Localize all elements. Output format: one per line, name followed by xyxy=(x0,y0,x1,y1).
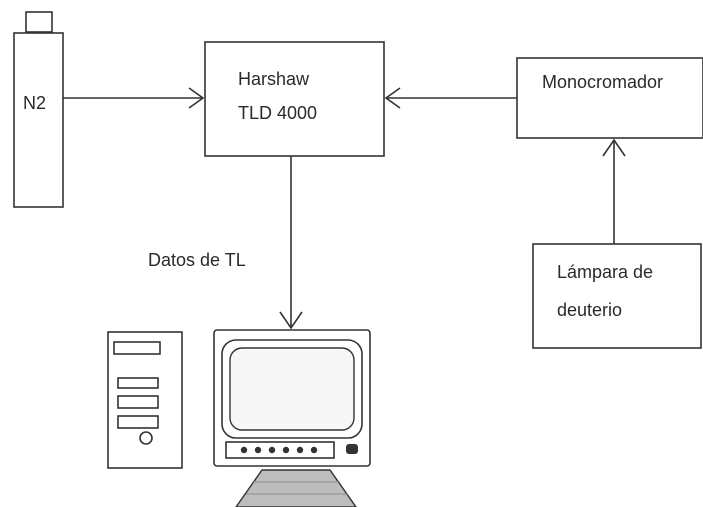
monitor-screen xyxy=(229,347,355,431)
n2-cylinder-body xyxy=(13,32,64,208)
arrowhead-icon xyxy=(188,87,205,109)
keyboard-icon xyxy=(235,469,357,507)
tower-power-button xyxy=(139,431,153,445)
monochromator-box xyxy=(516,57,703,139)
tld-reader-box xyxy=(204,41,385,157)
monitor-control-strip xyxy=(225,441,335,459)
monitor-button xyxy=(282,446,290,454)
tld-reader-node: Harshaw TLD 4000 xyxy=(204,41,385,157)
tower-bay-2 xyxy=(117,395,159,409)
arrow-tld-to-computer xyxy=(279,156,303,330)
monochromator-label: Monocromador xyxy=(542,72,663,92)
n2-label: N2 xyxy=(23,93,46,113)
arrow-lamp-to-mono xyxy=(602,138,626,244)
arrow-mono-to-tld xyxy=(384,87,517,109)
monitor-button xyxy=(296,446,304,454)
edge-label-datos-tl: Datos de TL xyxy=(148,250,246,270)
deuterium-lamp-label-line1: Lámpara de xyxy=(557,262,653,282)
n2-cylinder: N2 xyxy=(13,11,64,208)
keyboard-shape xyxy=(235,469,357,507)
deuterium-lamp-box xyxy=(532,243,702,349)
arrow-n2-to-tld xyxy=(63,87,205,109)
monitor-power-led xyxy=(346,444,358,454)
deuterium-lamp-label-line2: deuterio xyxy=(557,300,622,320)
tower-bay-1 xyxy=(117,377,159,389)
tower-bay-3 xyxy=(117,415,159,429)
monitor-button xyxy=(240,446,248,454)
computer-tower-icon xyxy=(107,331,183,469)
tower-drive-slot xyxy=(113,341,161,355)
tld-reader-label-line2: TLD 4000 xyxy=(238,103,317,123)
arrowhead-icon xyxy=(602,138,626,157)
deuterium-lamp-node: Lámpara de deuterio xyxy=(532,243,702,349)
computer-monitor-icon xyxy=(213,329,371,467)
monochromator-node: Monocromador xyxy=(516,57,703,139)
tld-reader-label-line1: Harshaw xyxy=(238,69,310,89)
monitor-button xyxy=(268,446,276,454)
monitor-button xyxy=(310,446,318,454)
n2-cylinder-cap xyxy=(25,11,53,33)
arrowhead-icon xyxy=(279,311,303,330)
arrowhead-icon xyxy=(384,87,401,109)
monitor-button xyxy=(254,446,262,454)
